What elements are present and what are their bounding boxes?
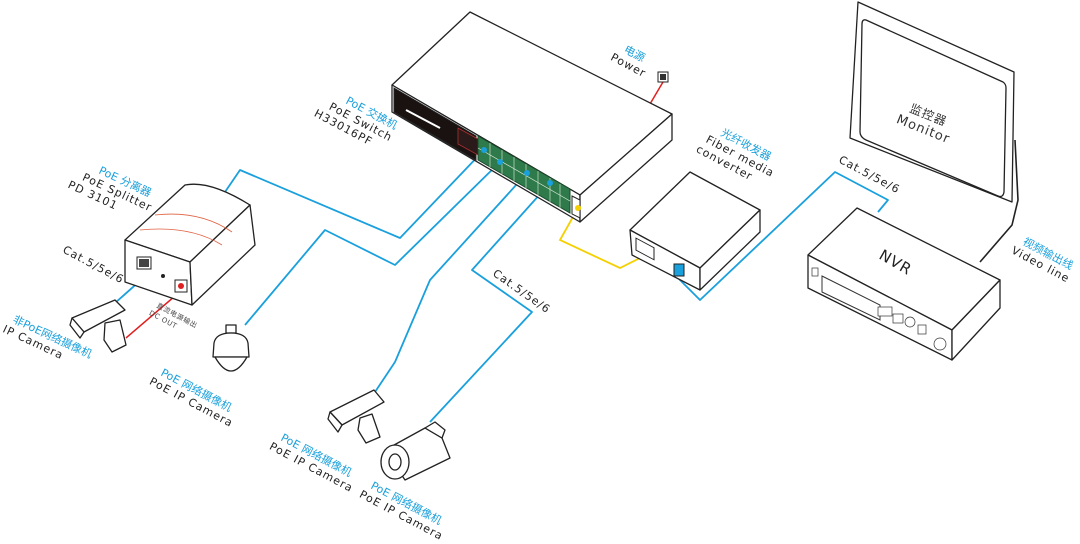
nvr[interactable]	[807, 207, 1001, 361]
splitter-label: PoE 分离器 PoE Splitter PD 3101	[66, 163, 154, 214]
box-camera-label: PoE 网络摄像机 PoE IP Camera	[267, 430, 355, 495]
cable-switch-bullet	[429, 182, 551, 423]
switch-cable-label: Cat.5/5e/6	[490, 267, 553, 316]
cable-fiber-nvr	[677, 171, 889, 301]
dome-camera[interactable]	[212, 324, 250, 372]
cable-fiber	[558, 207, 641, 269]
cable-power	[649, 81, 664, 105]
box-camera[interactable]	[327, 389, 385, 444]
poe-splitter[interactable]	[124, 183, 256, 306]
cable-switch-dome	[244, 161, 501, 326]
cable-switch-splitter	[224, 149, 485, 239]
fiber-media-converter[interactable]	[629, 171, 761, 291]
bullet-camera[interactable]	[380, 421, 451, 481]
bullet-camera-label: PoE 网络摄像机 PoE IP Camera	[357, 478, 445, 543]
cable-video	[979, 139, 1019, 263]
dome-camera-label: PoE 网络摄像机 PoE IP Camera	[147, 365, 235, 430]
power-label: 电源 Power	[608, 42, 648, 80]
splitter-cable-text: Cat.5/5e/6	[61, 243, 127, 286]
switch-cable-text: Cat.5/5e/6	[490, 267, 553, 316]
non-poe-camera[interactable]	[69, 299, 127, 353]
video-line-label: 视频输出线 Video line	[1009, 234, 1076, 285]
monitor[interactable]	[849, 1, 1015, 203]
cable-switch-boxcam	[374, 172, 528, 393]
poe-switch[interactable]	[0, 0, 673, 223]
power-socket-icon	[657, 71, 669, 83]
fiber-label: 光纤收发器 Fiber media converter	[694, 125, 777, 183]
switch-label: PoE 交换机 PoE Switch H33016PF	[312, 93, 400, 148]
splitter-cable-label: Cat.5/5e/6	[61, 243, 127, 286]
indicator-panel	[0, 0, 1, 1]
